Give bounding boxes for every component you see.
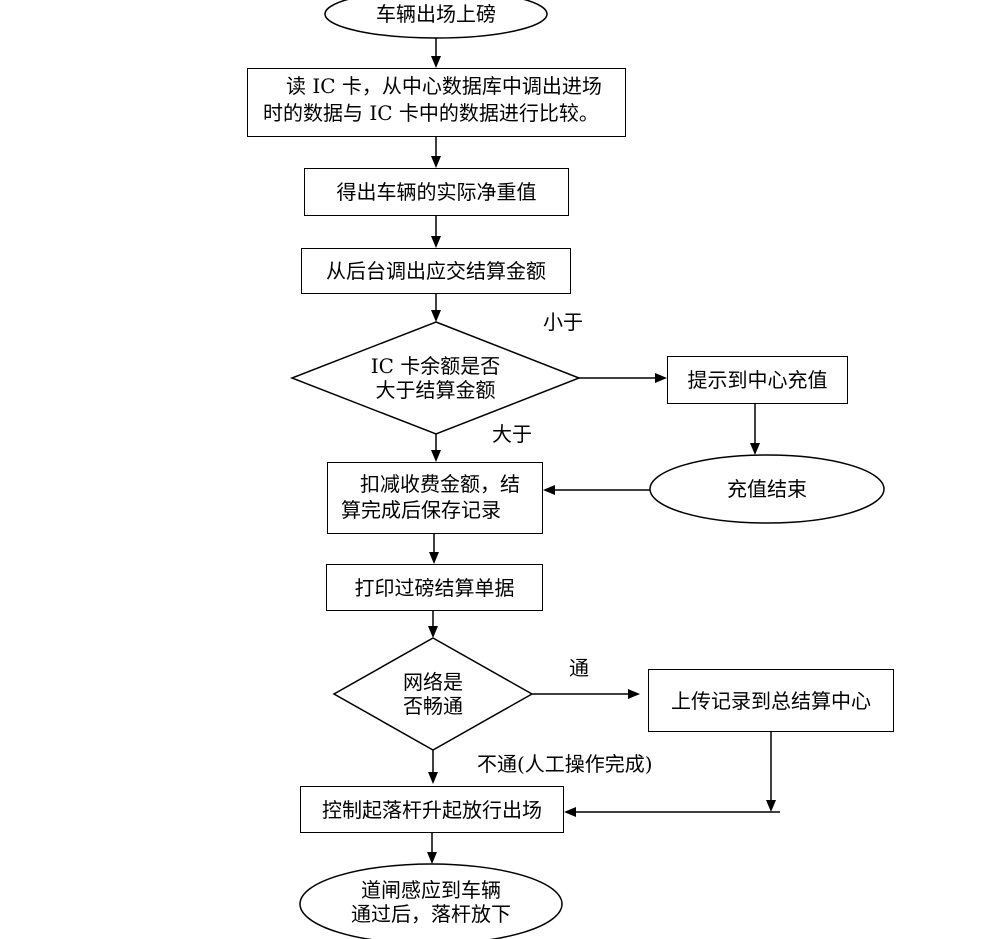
start-terminal-label: 车辆出场上磅 — [376, 2, 496, 26]
network-decision: 网络是 否畅通 — [334, 638, 532, 750]
recharge-prompt-box: 提示到中心充值 — [667, 356, 848, 404]
deduct-line1: 扣减收费金额，结 — [360, 472, 520, 496]
fetch-amount-box: 从后台调出应交结算金额 — [301, 248, 571, 294]
end-terminal: 道闸感应到车辆 通过后，落杆放下 — [300, 864, 562, 939]
arrow-fail-to-barrier — [428, 750, 438, 784]
end-terminal-line1: 道闸感应到车辆 — [361, 878, 501, 902]
arrow-recharge-done-to-deduct — [543, 485, 650, 495]
upload-label: 上传记录到总结算中心 — [671, 688, 871, 713]
network-decision-line1: 网络是 — [403, 670, 463, 694]
arrow-upload-to-barrier — [564, 732, 780, 817]
arrow-amount-to-decision — [431, 294, 441, 322]
recharge-prompt-label: 提示到中心充值 — [687, 368, 828, 392]
print-box: 打印过磅结算单据 — [326, 564, 543, 611]
edge-label-greater: 大于 — [492, 422, 532, 446]
arrow-print-to-network — [428, 611, 438, 638]
arrow-read-to-weight — [431, 137, 441, 168]
start-terminal: 车辆出场上磅 — [325, 0, 547, 38]
arrow-start-to-read — [431, 38, 441, 68]
balance-decision: IC 卡余额是否 大于结算金额 — [292, 322, 579, 434]
edge-label-less: 小于 — [543, 310, 583, 334]
arrow-ok-to-upload — [532, 689, 640, 699]
arrow-less-to-prompt — [579, 373, 667, 383]
net-weight-box: 得出车辆的实际净重值 — [304, 168, 569, 216]
edge-label-ok: 通 — [569, 656, 589, 680]
edge-label-fail: 不通(人工操作完成) — [477, 752, 653, 776]
arrow-deduct-to-print — [429, 534, 439, 564]
recharge-done-terminal: 充值结束 — [650, 455, 884, 523]
network-decision-line2: 否畅通 — [403, 694, 463, 718]
fetch-amount-label: 从后台调出应交结算金额 — [326, 259, 546, 283]
read-ic-box: 读 IC 卡，从中心数据库中调出进场 时的数据与 IC 卡中的数据进行比较。 — [247, 68, 626, 137]
end-terminal-line2: 通过后，落杆放下 — [351, 902, 511, 926]
deduct-line2: 算完成后保存记录 — [341, 498, 501, 522]
barrier-up-box: 控制起落杆升起放行出场 — [300, 786, 564, 833]
balance-decision-line2: 大于结算金额 — [375, 378, 496, 402]
net-weight-label: 得出车辆的实际净重值 — [336, 180, 537, 204]
read-ic-line1: 读 IC 卡，从中心数据库中调出进场 — [286, 74, 602, 98]
arrow-prompt-to-recharge-done — [750, 404, 760, 455]
arrow-barrier-to-end — [427, 833, 437, 864]
balance-decision-line1: IC 卡余额是否 — [370, 354, 501, 378]
end-terminal-shape — [299, 863, 563, 939]
recharge-done-terminal-shape — [649, 454, 885, 524]
arrow-greater-to-deduct — [431, 434, 441, 462]
barrier-up-label: 控制起落杆升起放行出场 — [322, 797, 542, 822]
arrow-weight-to-amount — [431, 216, 441, 248]
recharge-done-label: 充值结束 — [727, 477, 807, 501]
deduct-box: 扣减收费金额，结 算完成后保存记录 — [327, 462, 543, 534]
print-label: 打印过磅结算单据 — [354, 575, 515, 600]
read-ic-line2: 时的数据与 IC 卡中的数据进行比较。 — [263, 101, 599, 125]
upload-box: 上传记录到总结算中心 — [648, 669, 894, 732]
